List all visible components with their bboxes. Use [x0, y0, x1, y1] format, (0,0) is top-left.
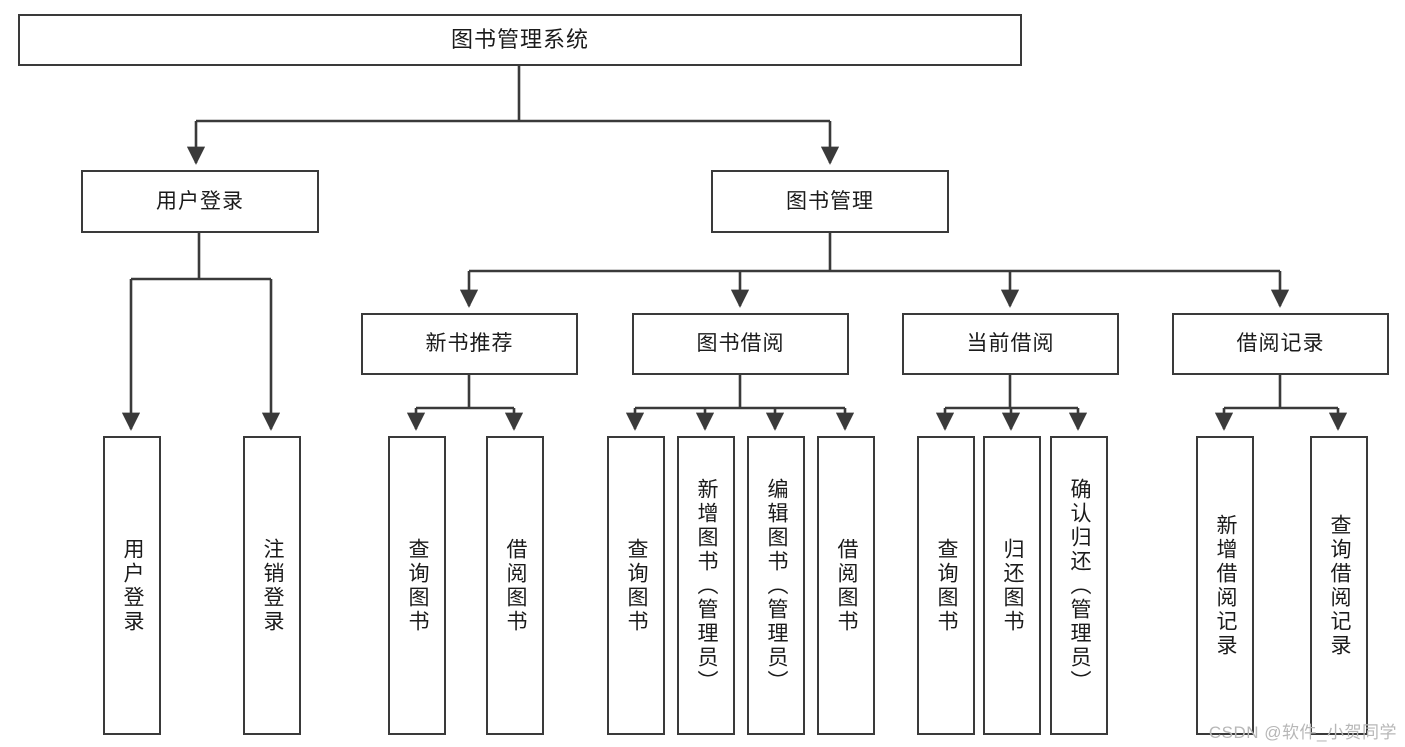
- leaf-query-book-borrow-label: 查询图书: [625, 537, 649, 634]
- node-book-borrow[interactable]: 图书借阅: [632, 313, 849, 375]
- node-root[interactable]: 图书管理系统: [18, 14, 1022, 66]
- node-new-book-recommend-label: 新书推荐: [425, 332, 514, 356]
- leaf-return-book[interactable]: 归还图书: [983, 436, 1041, 735]
- leaf-add-borrow-record[interactable]: 新增借阅记录: [1196, 436, 1254, 735]
- node-new-book-recommend[interactable]: 新书推荐: [361, 313, 578, 375]
- node-borrow-record[interactable]: 借阅记录: [1172, 313, 1389, 375]
- node-book-manage-label: 图书管理: [786, 189, 874, 213]
- node-user-login-label: 用户登录: [156, 189, 244, 213]
- leaf-confirm-return-label: 确认归还（管理员）: [1068, 477, 1092, 694]
- leaf-borrow-book-recommend[interactable]: 借阅图书: [486, 436, 544, 735]
- leaf-edit-book[interactable]: 编辑图书（管理员）: [747, 436, 805, 735]
- node-book-borrow-label: 图书借阅: [696, 332, 785, 356]
- leaf-query-book-recommend[interactable]: 查询图书: [388, 436, 446, 735]
- leaf-user-login[interactable]: 用户登录: [103, 436, 161, 735]
- node-root-label: 图书管理系统: [450, 26, 589, 52]
- node-user-login[interactable]: 用户登录: [81, 170, 319, 233]
- leaf-logout-login[interactable]: 注销登录: [243, 436, 301, 735]
- leaf-add-book-label: 新增图书（管理员）: [695, 477, 719, 694]
- node-borrow-record-label: 借阅记录: [1236, 332, 1325, 356]
- leaf-add-book[interactable]: 新增图书（管理员）: [677, 436, 735, 735]
- watermark: CSDN @软件_小贺同学: [1208, 723, 1397, 742]
- leaf-borrow-book-recommend-label: 借阅图书: [504, 537, 528, 634]
- leaf-query-borrow-record[interactable]: 查询借阅记录: [1310, 436, 1368, 735]
- leaf-query-book-current[interactable]: 查询图书: [917, 436, 975, 735]
- node-book-manage[interactable]: 图书管理: [711, 170, 949, 233]
- leaf-borrow-book-label: 借阅图书: [835, 537, 859, 634]
- leaf-add-borrow-record-label: 新增借阅记录: [1214, 513, 1238, 658]
- leaf-query-book-recommend-label: 查询图书: [406, 537, 430, 634]
- node-current-borrow-label: 当前借阅: [966, 332, 1055, 356]
- leaf-return-book-label: 归还图书: [1001, 537, 1025, 634]
- leaf-confirm-return[interactable]: 确认归还（管理员）: [1050, 436, 1108, 735]
- leaf-query-book-borrow[interactable]: 查询图书: [607, 436, 665, 735]
- leaf-edit-book-label: 编辑图书（管理员）: [765, 477, 789, 694]
- leaf-borrow-book[interactable]: 借阅图书: [817, 436, 875, 735]
- leaf-logout-login-label: 注销登录: [261, 537, 285, 634]
- leaf-query-borrow-record-label: 查询借阅记录: [1328, 513, 1352, 658]
- leaf-user-login-label: 用户登录: [121, 537, 145, 634]
- leaf-query-book-current-label: 查询图书: [935, 537, 959, 634]
- node-current-borrow[interactable]: 当前借阅: [902, 313, 1119, 375]
